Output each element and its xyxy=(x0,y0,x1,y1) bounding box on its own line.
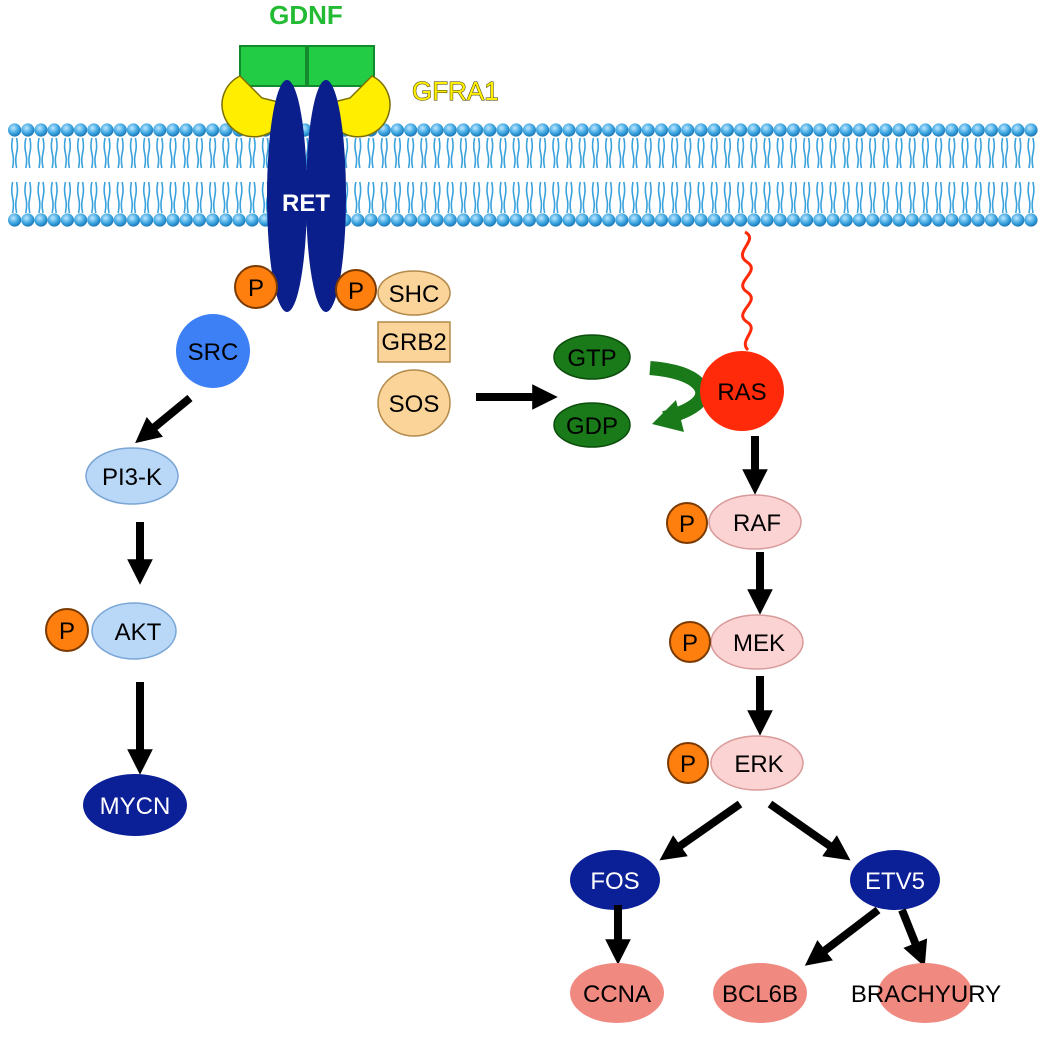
brachyury-node: BRACHYURY xyxy=(851,963,1001,1023)
gdp-node: GDP xyxy=(553,402,631,448)
akt-node: AKT xyxy=(91,602,177,660)
svg-text:SOS: SOS xyxy=(389,391,440,418)
gtp-node: GTP xyxy=(553,334,631,380)
svg-text:P: P xyxy=(679,511,695,538)
svg-text:GRB2: GRB2 xyxy=(381,329,446,356)
svg-text:P: P xyxy=(248,275,264,302)
ras-node: RAS xyxy=(700,351,784,431)
arrow-erk-etv5 xyxy=(767,800,851,861)
svg-text:MYCN: MYCN xyxy=(100,793,171,820)
svg-text:ETV5: ETV5 xyxy=(865,868,925,895)
svg-text:P: P xyxy=(682,630,698,657)
mek-node: MEK xyxy=(710,614,804,670)
ccna-node: CCNA xyxy=(570,963,664,1023)
svg-text:GTP: GTP xyxy=(567,345,616,372)
raf-phospho: P xyxy=(666,502,708,544)
gdnf-label: GDNF xyxy=(269,0,343,30)
svg-text:RAS: RAS xyxy=(717,379,766,406)
ret-phospho-right: P xyxy=(335,269,377,311)
gfra1-label: GFRA1 xyxy=(412,76,499,106)
svg-text:BCL6B: BCL6B xyxy=(722,981,798,1008)
erk-phospho: P xyxy=(667,742,709,784)
akt-phospho: P xyxy=(45,608,89,652)
cell-membrane xyxy=(8,123,1038,227)
ret-phospho-left: P xyxy=(234,265,278,309)
svg-text:PI3-K: PI3-K xyxy=(102,464,162,491)
sos-node: SOS xyxy=(377,369,451,437)
pi3k-node: PI3-K xyxy=(85,447,179,505)
ras-lipid-anchor xyxy=(740,230,753,352)
gtp-gdp-exchange-arrow xyxy=(649,361,710,432)
svg-text:MEK: MEK xyxy=(733,630,785,657)
svg-text:P: P xyxy=(59,618,75,645)
svg-text:CCNA: CCNA xyxy=(583,981,651,1008)
svg-text:SHC: SHC xyxy=(389,281,440,308)
shc-node: SHC xyxy=(377,270,451,316)
ret-label: RET xyxy=(282,190,330,217)
mycn-node: MYCN xyxy=(83,774,187,836)
arrow-erk-fos xyxy=(659,800,743,861)
svg-text:SRC: SRC xyxy=(188,339,239,366)
raf-node: RAF xyxy=(708,494,802,550)
grb2-node: GRB2 xyxy=(377,321,451,363)
svg-text:ERK: ERK xyxy=(734,751,783,778)
svg-text:P: P xyxy=(348,278,364,305)
svg-text:AKT: AKT xyxy=(115,619,162,646)
mek-phospho: P xyxy=(669,621,711,663)
fos-node: FOS xyxy=(570,850,660,910)
svg-text:RAF: RAF xyxy=(733,510,781,537)
bcl6b-node: BCL6B xyxy=(713,963,807,1023)
etv5-node: ETV5 xyxy=(850,850,940,910)
src-node: SRC xyxy=(176,314,250,388)
arrow-etv5-bcl6b xyxy=(804,906,881,966)
svg-text:FOS: FOS xyxy=(590,868,639,895)
arrow-src-pi3k xyxy=(135,394,193,444)
gdnf-ligand: GDNF xyxy=(239,0,375,87)
svg-text:GDP: GDP xyxy=(566,413,618,440)
svg-text:P: P xyxy=(680,751,696,778)
svg-text:BRACHYURY: BRACHYURY xyxy=(851,981,1001,1008)
ret-receptor: RET xyxy=(267,80,346,312)
arrow-etv5-brachyury xyxy=(898,908,928,967)
erk-node: ERK xyxy=(710,735,804,791)
